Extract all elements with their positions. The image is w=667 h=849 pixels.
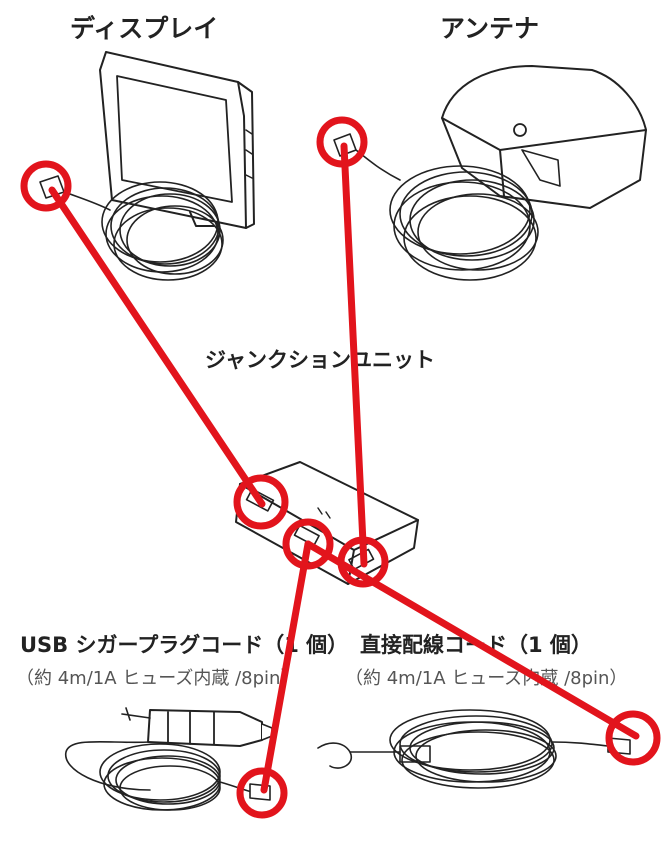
direct-cord-spec: （約 4m/1A ヒューズ内蔵 /8pin） (345, 668, 627, 689)
cigar-plug-icon (65, 707, 273, 811)
usb-cord-spec: （約 4m/1A ヒューズ内蔵 /8pin） (16, 668, 298, 689)
direct-wiring-icon (317, 709, 631, 789)
junction-port-ring-right (337, 536, 389, 588)
highlight-rings (20, 116, 661, 819)
junction-unit-label: ジャンクションユニット (205, 348, 435, 372)
junction-port-ring-center (282, 518, 334, 570)
direct-cord-to-junction-line (304, 540, 640, 740)
display-label: ディスプレイ (70, 14, 218, 43)
antenna-label: アンテナ (440, 14, 539, 43)
usb-cord-to-junction-line (260, 540, 312, 794)
antenna-to-junction-line (340, 142, 368, 568)
connection-lines (48, 142, 640, 794)
display-icon (39, 51, 255, 281)
display-to-junction-line (48, 186, 266, 508)
antenna-plug-ring (316, 116, 368, 168)
direct-plug-ring (605, 710, 661, 766)
usb-plug-ring (236, 767, 288, 819)
junction-port-ring-left (233, 474, 289, 530)
display-plug-ring (20, 160, 72, 212)
antenna-icon (333, 65, 647, 281)
usb-cord-title: USB シガープラグコード（1 個） (20, 633, 348, 657)
